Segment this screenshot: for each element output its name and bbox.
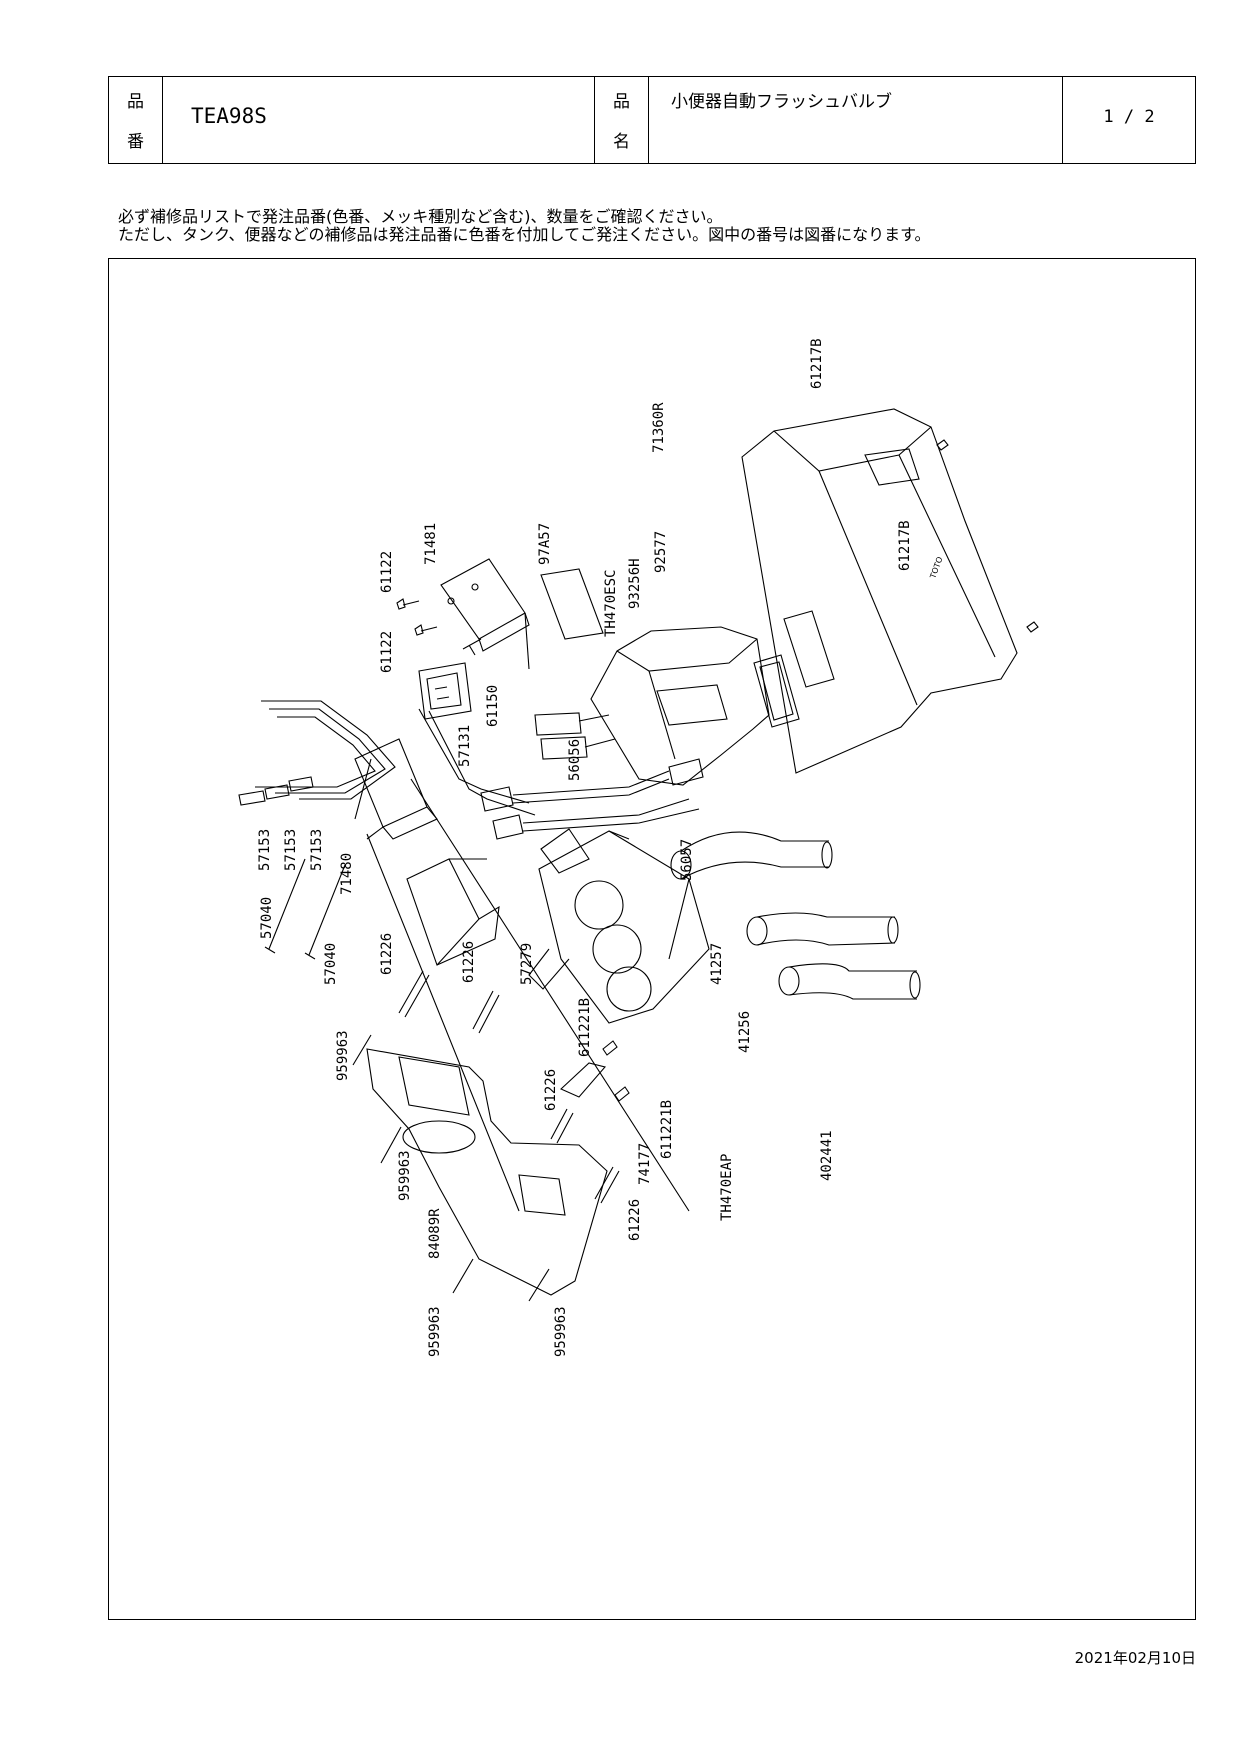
label-61217B-side: 61217B — [897, 520, 913, 571]
anchor-61226-a — [398, 970, 430, 1018]
base-plate-84089R — [366, 1048, 608, 1296]
part-labels: 61217B 71360R 61217B 92577 93256H TH470E… — [257, 338, 913, 1357]
anchor-959963-a — [352, 1034, 372, 1066]
label-57040-b: 57040 — [323, 943, 339, 985]
label-959963-d: 959963 — [553, 1306, 569, 1357]
label-959963-a: 959963 — [335, 1030, 351, 1081]
label-611221B-a: 611221B — [577, 998, 593, 1057]
label-57153-b: 57153 — [283, 829, 299, 871]
label-61122-b: 61122 — [379, 631, 395, 673]
anchor-61226-c — [550, 1108, 574, 1144]
screw-611221B-b — [614, 1086, 630, 1102]
label-93256H: 93256H — [627, 558, 643, 609]
cable-56056-56057 — [480, 758, 704, 840]
sensor-TH470ESC — [534, 626, 770, 786]
label-61217B-top: 61217B — [809, 338, 825, 389]
label-57153-c: 57153 — [309, 829, 325, 871]
brand-text: TOTO — [928, 556, 944, 581]
label-61122-a: 61122 — [379, 551, 395, 593]
cable-tie-57040-b — [304, 864, 346, 960]
anchor-61226-b — [472, 990, 500, 1034]
label-41257: 41257 — [709, 943, 725, 985]
label-TH470EAP: TH470EAP — [719, 1154, 735, 1221]
label-402441: 402441 — [819, 1130, 835, 1181]
order-notes: 必ず補修品リストで発注品番(色番、メッキ種別など含む)、数量をご確認ください。 … — [118, 208, 930, 244]
page-number-cell: 1 / 2 — [1063, 77, 1195, 163]
product-name-cell: 小便器自動フラッシュバルブ — [649, 77, 1063, 163]
screw-61150 — [462, 638, 482, 656]
cable-tie-57040-a — [264, 858, 306, 954]
label-74177: 74177 — [637, 1143, 653, 1185]
hinmei-label-2: 名 — [613, 132, 630, 152]
label-92577: 92577 — [653, 531, 669, 573]
label-71360R: 71360R — [651, 402, 667, 453]
label-97A57 — [540, 568, 604, 640]
anchor-959963-b — [380, 1126, 402, 1164]
gasket-93256H — [753, 654, 800, 728]
label-57131: 57131 — [457, 725, 473, 767]
label-959963-b: 959963 — [397, 1150, 413, 1201]
label-57040-a: 57040 — [259, 897, 275, 939]
label-57153-a: 57153 — [257, 829, 273, 871]
diagram-frame: TOTO — [108, 258, 1196, 1620]
product-code-cell: TEA98S — [163, 77, 595, 163]
product-name: 小便器自動フラッシュバルブ — [671, 92, 892, 112]
anchor-959963-c — [452, 1258, 474, 1294]
cover-57279 — [406, 858, 500, 966]
screw-61122-b — [414, 624, 438, 636]
anchor-959963-d — [528, 1268, 550, 1302]
terminal-block-57131 — [418, 662, 472, 720]
screw-61122-a — [396, 598, 420, 610]
exploded-parts-diagram: TOTO — [238, 338, 1039, 1357]
label-61226-a: 61226 — [379, 933, 395, 975]
label-61226-b: 61226 — [461, 941, 477, 983]
title-block: 品 番 TEA98S 品 名 小便器自動フラッシュバルブ 1 / 2 — [108, 76, 1196, 164]
label-84089R: 84089R — [427, 1208, 443, 1259]
issue-date: 2021年02月10日 — [1074, 1649, 1196, 1667]
bracket-71481 — [440, 558, 530, 670]
label-61150: 61150 — [485, 685, 501, 727]
hinmei-label-1: 品 — [613, 92, 630, 112]
seal-92577 — [783, 610, 835, 688]
label-611221B-b: 611221B — [659, 1100, 675, 1159]
note-line-1: 必ず補修品リストで発注品番(色番、メッキ種別など含む)、数量をご確認ください。 — [118, 207, 723, 226]
cover-71360R: TOTO — [741, 408, 1039, 774]
page-number: 1 / 2 — [1103, 107, 1155, 127]
cover-box-71480 — [354, 738, 438, 840]
wire-harness — [238, 700, 536, 816]
screw-611221B-a — [602, 1040, 618, 1056]
pipe-402441 — [778, 963, 921, 1000]
label-41256: 41256 — [737, 1011, 753, 1053]
hinban-label-cell: 品 番 — [109, 77, 163, 163]
product-code: TEA98S — [191, 104, 267, 128]
hinban-label-1: 品 — [127, 92, 144, 112]
label-61226-d: 61226 — [627, 1199, 643, 1241]
note-line-2: ただし、タンク、便器などの補修品は発注品番に色番を付加してご発注ください。図中の… — [118, 225, 931, 244]
label-61226-c: 61226 — [543, 1069, 559, 1111]
leader-line — [366, 778, 690, 1212]
label-56057: 56057 — [679, 839, 695, 881]
hinban-label-2: 番 — [127, 132, 144, 152]
label-71481: 71481 — [423, 523, 439, 565]
valve-TH470EAP — [528, 828, 710, 1024]
label-57279: 57279 — [519, 943, 535, 985]
label-97A57: 97A57 — [537, 523, 553, 565]
hinmei-label-cell: 品 名 — [595, 77, 649, 163]
pipe-41256 — [746, 912, 899, 946]
label-56056: 56056 — [567, 739, 583, 781]
label-71480: 71480 — [339, 853, 355, 895]
label-959963-c: 959963 — [427, 1306, 443, 1357]
pipe-41257 — [670, 831, 833, 880]
label-TH470ESC: TH470ESC — [603, 570, 619, 637]
